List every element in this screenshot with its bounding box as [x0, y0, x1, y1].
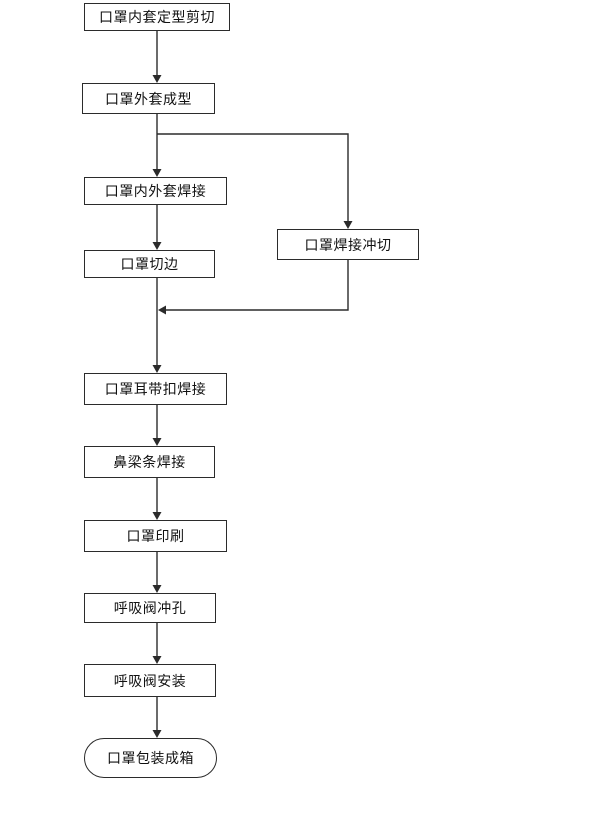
- flow-node-mask-printing: 口罩印刷: [84, 520, 227, 552]
- arrowhead-down-icon: [152, 365, 162, 373]
- flow-node-inner-outer-welding: 口罩内外套焊接: [84, 177, 227, 205]
- flow-node-label: 口罩外套成型: [105, 91, 192, 108]
- arrowhead-down-icon: [152, 242, 162, 250]
- flow-node-valve-installation: 呼吸阀安装: [84, 664, 216, 697]
- edge-valve-install-to-packing: [152, 697, 162, 738]
- flow-node-label: 口罩耳带扣焊接: [104, 382, 207, 398]
- flow-node-outer-shell-forming: 口罩外套成型: [82, 83, 215, 114]
- arrowhead-down-icon: [343, 221, 353, 229]
- flow-node-label: 呼吸阀冲孔: [113, 601, 187, 617]
- flow-node-packing-terminator: 口罩包装成箱: [84, 738, 217, 778]
- arrowhead-down-icon: [152, 75, 162, 83]
- edge-valve-punching-to-valve-install: [152, 623, 162, 664]
- flow-node-inner-liner-shaping-cut: 口罩内套定型剪切: [84, 3, 230, 31]
- arrowhead-left-icon: [158, 305, 166, 315]
- flow-node-label: 口罩包装成箱: [107, 751, 194, 767]
- arrowhead-down-icon: [152, 730, 162, 738]
- flow-node-label: 口罩内外套焊接: [104, 184, 207, 200]
- flow-node-label: 口罩焊接冲切: [304, 237, 392, 254]
- flow-node-label: 口罩内套定型剪切: [99, 10, 215, 26]
- flow-node-weld-punch-cut: 口罩焊接冲切: [277, 229, 419, 260]
- arrowhead-down-icon: [152, 169, 162, 177]
- edge-printing-to-valve-punching: [152, 552, 162, 593]
- flow-node-ear-strap-buckle-welding: 口罩耳带扣焊接: [84, 373, 227, 405]
- flow-node-label: 口罩切边: [120, 257, 179, 273]
- flow-node-label: 口罩印刷: [126, 529, 185, 545]
- arrowhead-down-icon: [152, 585, 162, 593]
- arrowhead-down-icon: [152, 512, 162, 520]
- arrowhead-down-icon: [152, 438, 162, 446]
- flow-node-nose-bridge-welding: 鼻梁条焊接: [84, 446, 215, 478]
- arrowhead-down-icon: [152, 656, 162, 664]
- edge-ear-strap-to-nose-bridge: [152, 405, 162, 446]
- edge-inner-cut-to-outer-forming: [152, 31, 162, 83]
- edge-nose-bridge-to-printing: [152, 478, 162, 520]
- edge-edge-trimming-to-ear-strap: [152, 278, 162, 373]
- flow-node-label: 呼吸阀安装: [113, 673, 187, 690]
- flow-node-valve-punching: 呼吸阀冲孔: [84, 593, 216, 623]
- edge-welding-to-edge-trimming: [152, 205, 162, 250]
- edge-outer-forming-to-welding: [152, 114, 162, 177]
- edge-weld-punch-cut-merge: [158, 260, 349, 315]
- flow-node-label: 鼻梁条焊接: [113, 455, 186, 471]
- flow-node-edge-trimming: 口罩切边: [84, 250, 215, 278]
- edge-branch-to-weld-punch-cut: [157, 133, 353, 229]
